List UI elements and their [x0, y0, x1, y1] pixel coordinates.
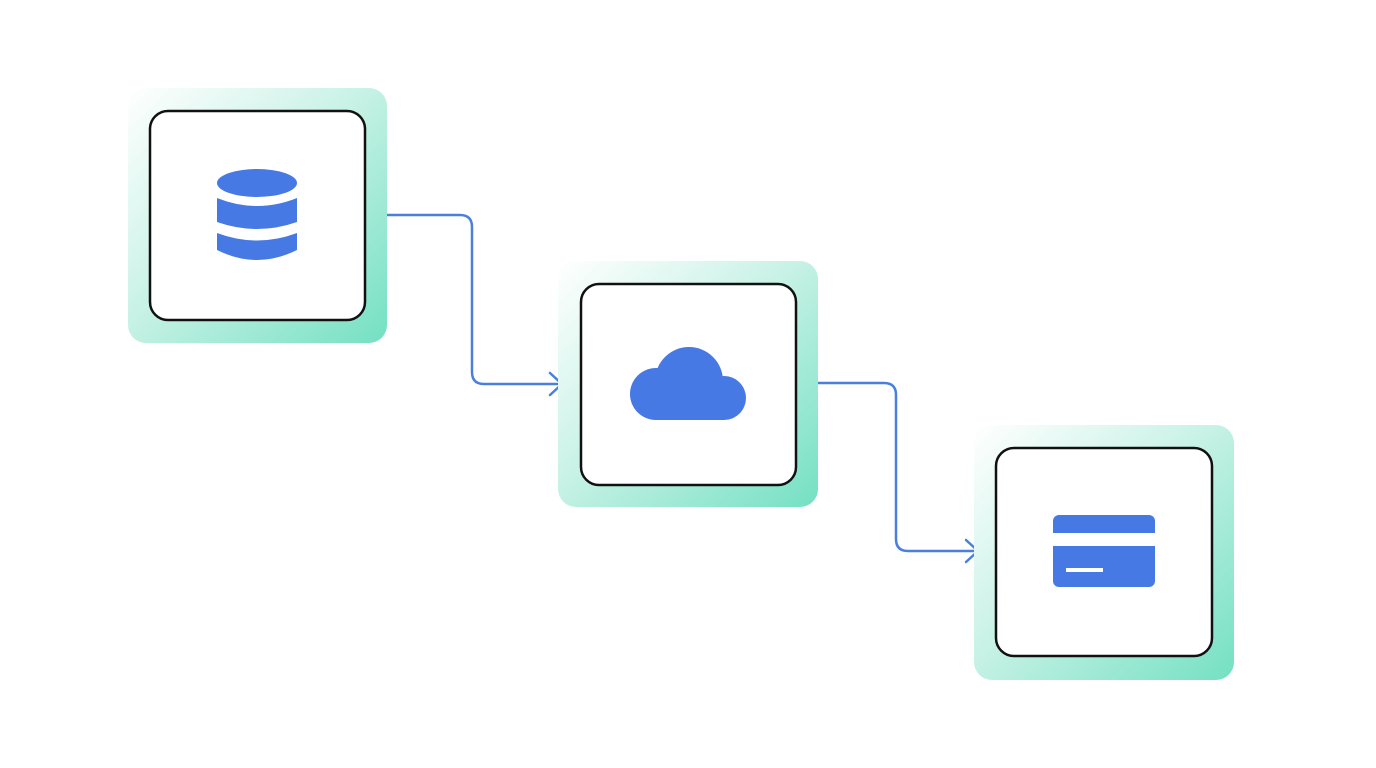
node-cloud[interactable]	[558, 261, 818, 507]
database-icon	[217, 169, 297, 260]
connector-database-to-cloud	[363, 213, 563, 386]
node-database[interactable]	[128, 88, 387, 343]
connector-cloud-to-payment	[794, 381, 979, 553]
credit-card-icon	[1053, 515, 1155, 587]
node-payment[interactable]	[974, 425, 1234, 680]
cloud-icon	[630, 347, 746, 420]
